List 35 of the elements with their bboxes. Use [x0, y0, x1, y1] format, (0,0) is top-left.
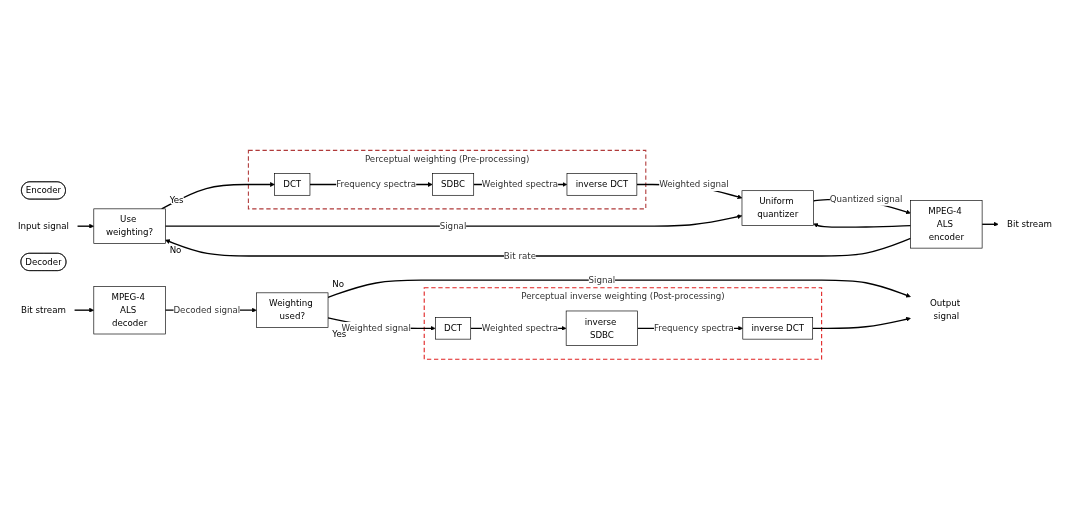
edge-label: Signal: [439, 221, 466, 232]
arrow: [164, 214, 742, 228]
edge-label: Quantized signal: [829, 194, 902, 205]
node-box: Uniform quantizer: [741, 190, 814, 226]
node-box: SDBC: [431, 173, 474, 196]
edge-label: Signal: [588, 274, 615, 286]
edge-label: Bit rate: [503, 250, 536, 262]
node-box: MPEG-4 ALS encoder: [909, 200, 982, 249]
node-box: DCT: [273, 173, 310, 196]
node-box: Use weighting?: [93, 208, 166, 245]
arrow: [73, 308, 94, 313]
arrow: [326, 279, 911, 299]
arrow: [76, 224, 94, 229]
node-text: Bit stream: [1006, 219, 1052, 230]
edge-label: Weighted spectra: [481, 179, 558, 190]
edge-label: Weighted signal: [658, 179, 729, 190]
arrow: [164, 237, 911, 257]
node-box: Weighting used?: [255, 292, 328, 329]
edge-label: Decoded signal: [172, 304, 240, 316]
arrow: [160, 182, 275, 210]
node-box: DCT: [434, 317, 471, 340]
node-box: inverse DCT: [742, 317, 813, 340]
node-text: Output signal: [929, 298, 960, 322]
node-text: Bit stream: [20, 304, 66, 316]
node-text: Input signal: [17, 221, 69, 232]
edge-label: Frequency spectra: [653, 323, 734, 334]
node-label: No: [169, 245, 181, 256]
node-box: inverse SDBC: [565, 310, 638, 347]
arrow: [811, 317, 911, 330]
node-box: MPEG-4 ALS decoder: [93, 286, 166, 335]
edge-label: Frequency spectra: [335, 179, 416, 190]
node-box: inverse DCT: [566, 173, 637, 196]
arrow: [812, 223, 911, 229]
node-label: No: [331, 279, 344, 290]
edge-label: Weighted spectra: [481, 323, 558, 334]
